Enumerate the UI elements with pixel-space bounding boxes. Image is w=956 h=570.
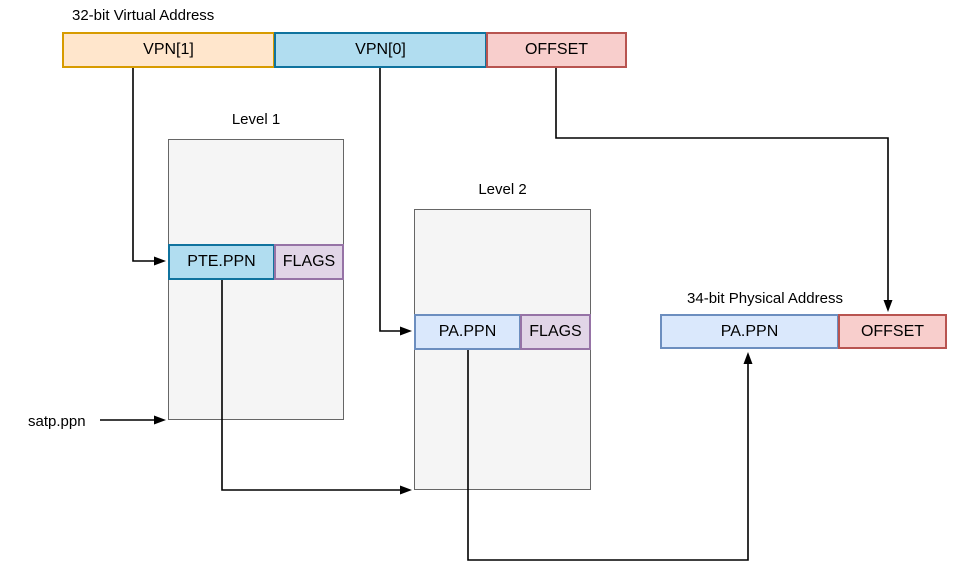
va-field-vpn0: VPN[0] [274, 32, 487, 68]
va-field-vpn0-label: VPN[0] [355, 41, 406, 58]
virtual-address-title: 32-bit Virtual Address [72, 7, 215, 24]
connector-vpn0-to-level2-pa [379, 68, 412, 336]
level1-entry-ppn: PTE.PPN [168, 244, 275, 280]
connector-offset-to-physical-offset [555, 68, 893, 312]
level2-entry-flags: FLAGS [520, 314, 591, 350]
level2-table-title: Level 2 [478, 181, 527, 198]
pa-field-offset: OFFSET [838, 314, 947, 349]
va-field-offset-label: OFFSET [524, 41, 589, 58]
level1-table-title: Level 1 [231, 111, 281, 128]
connector-vpn1-to-level1-pte [132, 68, 166, 266]
level2-entry-flags-label: FLAGS [529, 323, 582, 340]
level2-entry-ppn-label: PA.PPN [438, 323, 497, 340]
pa-field-ppn: PA.PPN [660, 314, 839, 349]
level1-entry-flags: FLAGS [274, 244, 344, 280]
pa-field-offset-label: OFFSET [860, 322, 925, 340]
level1-entry-flags-label: FLAGS [282, 253, 336, 270]
pa-field-ppn-label: PA.PPN [720, 322, 779, 340]
level2-entry-ppn: PA.PPN [414, 314, 521, 350]
va-field-vpn1-label: VPN[1] [143, 41, 194, 58]
physical-address-title: 34-bit Physical Address [687, 290, 843, 307]
va-field-vpn1: VPN[1] [62, 32, 275, 68]
va-field-offset: OFFSET [486, 32, 627, 68]
satp-ppn-label: satp.ppn [28, 413, 86, 430]
level1-entry-ppn-label: PTE.PPN [187, 253, 256, 270]
